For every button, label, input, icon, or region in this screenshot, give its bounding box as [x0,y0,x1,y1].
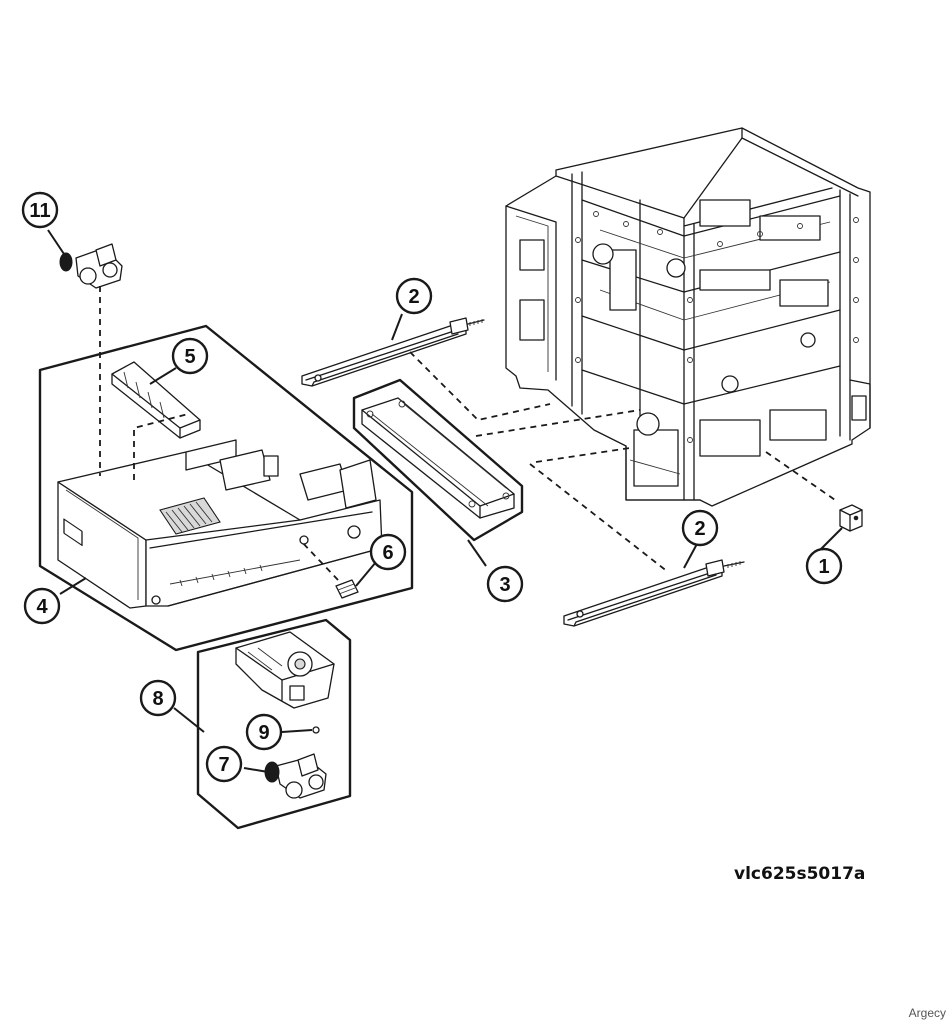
svg-text:7: 7 [218,754,229,776]
part-11-feed-roll [59,243,123,289]
callout-9: 9 [245,713,283,751]
svg-text:2: 2 [408,286,419,308]
part-9-pin [312,726,320,734]
part-6-spring [335,579,359,599]
credit-watermark: Argecy [908,1006,946,1020]
callout-1: 1 [805,547,843,585]
part-4-paper-tray [57,439,383,609]
part-7-roll [264,753,327,799]
callout-7: 7 [205,745,243,783]
group-8-outline [196,618,352,830]
svg-text:8: 8 [152,688,163,710]
svg-text:1: 1 [818,556,829,578]
svg-text:4: 4 [36,596,48,618]
callout-8: 8 [139,679,177,717]
svg-text:11: 11 [29,200,50,222]
group-3-outline [352,378,524,542]
callout-4: 4 [23,587,61,625]
callout-11: 11 [21,191,59,229]
part-1-bracket [839,504,863,532]
callout-6: 6 [369,533,407,571]
leader-lines [47,229,843,773]
svg-text:9: 9 [258,722,269,744]
callout-2-lower: 2 [681,509,719,547]
part-2-lower-rail [563,559,745,627]
group-4-outline [38,324,414,652]
svg-text:6: 6 [382,542,393,564]
printer-frame [505,127,871,507]
figure-id: vlc625s5017a [734,864,866,884]
part-3-base-plate [361,397,515,519]
part-5-guide [111,361,201,439]
callout-2-upper: 2 [395,277,433,315]
svg-text:3: 3 [499,574,510,596]
svg-text:2: 2 [694,518,705,540]
callout-5: 5 [171,337,209,375]
alignment-lines [99,286,839,581]
svg-text:5: 5 [184,346,195,368]
callout-3: 3 [486,565,524,603]
part-8-feeder [235,631,335,709]
frame-holes [575,211,859,443]
part-2-upper-rail [301,317,485,387]
